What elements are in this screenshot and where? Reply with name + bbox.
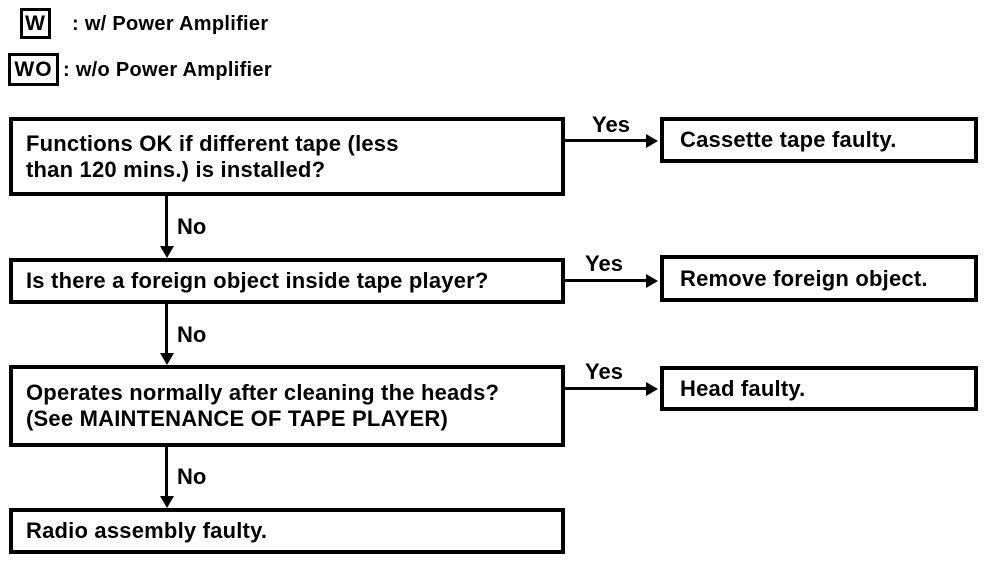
yes-arrow-shaft-3: [563, 387, 647, 390]
legend-w-symbol: W: [20, 8, 51, 39]
yes-arrow-shaft-2: [563, 279, 647, 282]
no-label-2: No: [177, 322, 207, 347]
question-box-1: Functions OK if different tape (less tha…: [9, 117, 565, 196]
result-box-2: Remove foreign object.: [660, 255, 978, 302]
question-line: Functions OK if different tape (less: [26, 130, 399, 156]
yes-arrow-shaft-1: [563, 139, 647, 142]
no-label-3: No: [177, 464, 207, 489]
question-line: than 120 mins.) is installed?: [26, 156, 326, 182]
no-arrowhead-down-icon: [160, 496, 174, 508]
result-text: Head faulty.: [680, 375, 806, 401]
yes-label-3: Yes: [585, 359, 623, 384]
no-label-1: No: [177, 214, 207, 239]
result-text: Cassette tape faulty.: [680, 127, 897, 152]
yes-arrowhead-right-icon: [646, 382, 658, 396]
result-text: Remove foreign object.: [680, 265, 928, 291]
question-box-3: Operates normally after cleaning the hea…: [9, 365, 565, 447]
final-text: Radio assembly faulty.: [26, 518, 268, 543]
legend-wo-symbol: WO: [8, 53, 59, 86]
no-arrow-shaft-1: [165, 196, 168, 248]
yes-arrowhead-right-icon: [646, 134, 658, 148]
final-conclusion-box: Radio assembly faulty.: [9, 508, 565, 554]
legend-wo-label: : w/o Power Amplifier: [63, 59, 272, 81]
legend-w-label: : w/ Power Amplifier: [72, 13, 269, 35]
question-line: (See MAINTENANCE OF TAPE PLAYER): [26, 406, 449, 431]
question-line: Is there a foreign object inside tape pl…: [26, 268, 489, 293]
yes-label-1: Yes: [592, 112, 630, 137]
question-box-2: Is there a foreign object inside tape pl…: [9, 258, 565, 304]
yes-arrowhead-right-icon: [646, 274, 658, 288]
no-arrowhead-down-icon: [160, 353, 174, 365]
no-arrow-shaft-2: [165, 304, 168, 355]
question-line: Operates normally after cleaning the hea…: [26, 380, 500, 405]
no-arrowhead-down-icon: [160, 246, 174, 258]
no-arrow-shaft-3: [165, 447, 168, 498]
result-box-1: Cassette tape faulty.: [660, 117, 978, 163]
yes-label-2: Yes: [585, 251, 623, 276]
result-box-3: Head faulty.: [660, 366, 978, 411]
